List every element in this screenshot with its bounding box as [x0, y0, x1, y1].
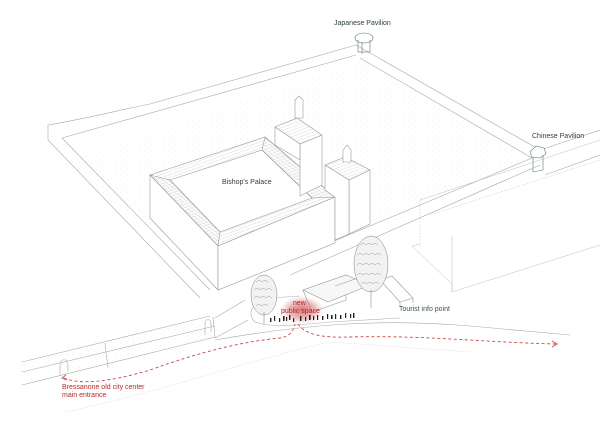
route-arrowheads	[61, 340, 558, 381]
japanese-pavilion	[354, 32, 374, 54]
japanese-pavilion-label: Japanese Pavilion	[334, 20, 391, 27]
city-wall-with-gates	[21, 299, 571, 413]
new-public-space-label-line1: new	[293, 300, 306, 307]
garden-wall-enclosure	[47, 44, 600, 299]
tourist-info-point-label: Tourist info point	[399, 306, 450, 313]
tree-left	[250, 274, 278, 324]
bishops-palace-label: Bishop's Palace	[222, 179, 272, 186]
tree-right	[353, 235, 389, 308]
entrance-label-line2: main entrance	[62, 392, 107, 399]
tower-left	[274, 95, 323, 197]
walking-route-dashed	[63, 323, 557, 383]
entrance-label-line1: Bressanone old city center	[62, 384, 145, 391]
tower-right	[324, 144, 371, 241]
bishops-palace-building	[149, 136, 336, 291]
east-wing-structures	[411, 139, 600, 293]
new-public-space-label-line2: public space	[281, 308, 320, 315]
people-crowd	[270, 313, 355, 322]
chinese-pavilion-label: Chinese Pavilion	[532, 133, 585, 140]
chinese-pavilion	[529, 145, 547, 173]
